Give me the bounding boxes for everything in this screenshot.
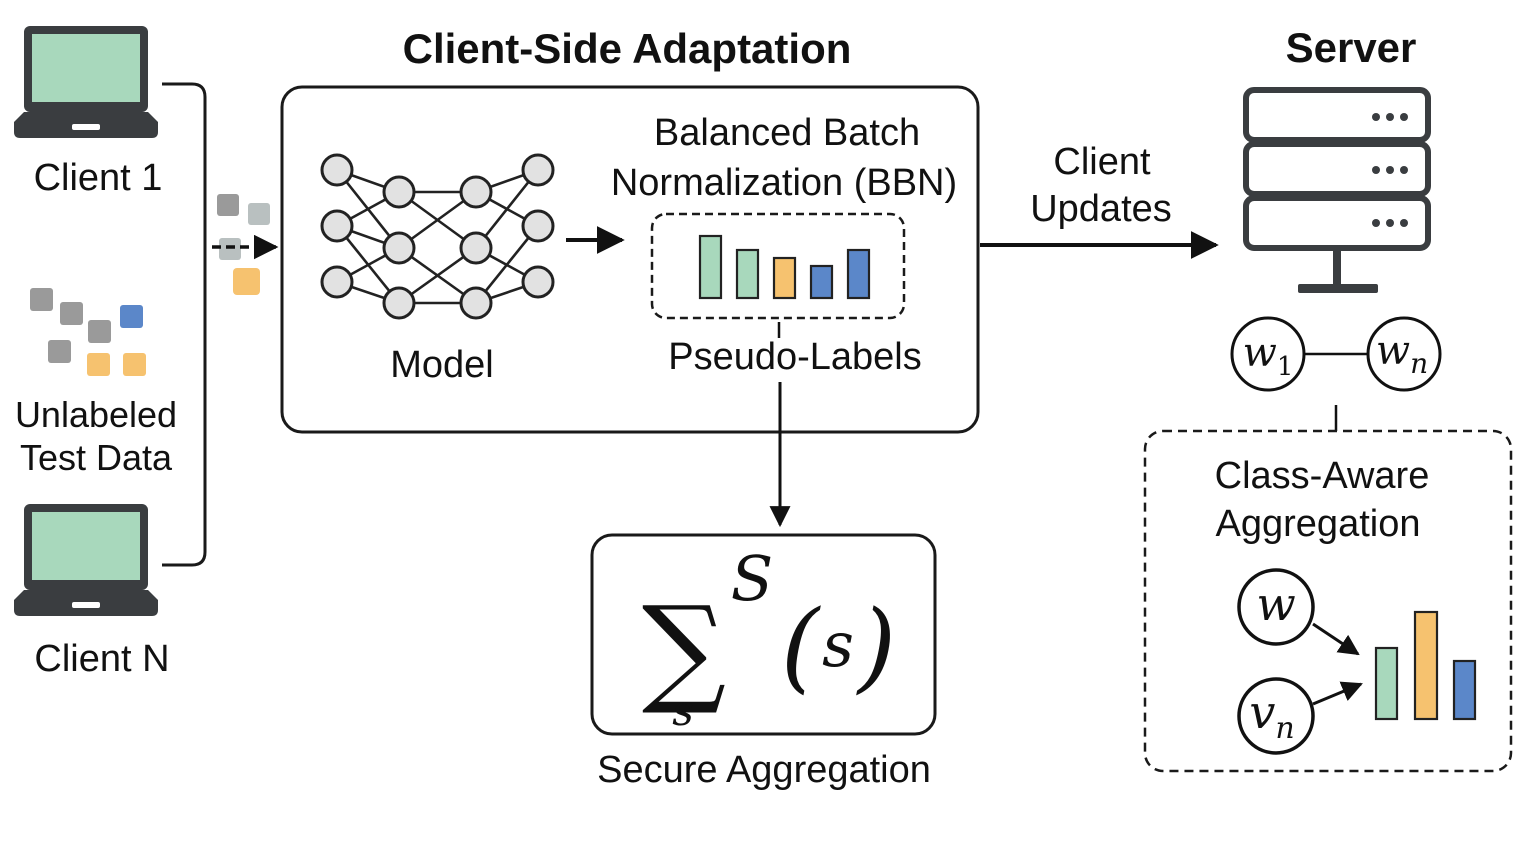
v-symbol: v [1249, 685, 1275, 739]
pseudo-labels-label: Pseudo-Labels [668, 336, 922, 378]
bbn-label-line2: Normalization (BBN) [611, 162, 957, 204]
svg-text:wn: wn [1376, 328, 1428, 380]
bbn-dashed-box [650, 212, 906, 320]
svg-text:w1: w1 [1243, 330, 1294, 382]
bbn-label-line1: Balanced Batch [654, 112, 920, 154]
client-updates-label-line1: Client [1053, 141, 1151, 183]
client-group-bracket [162, 82, 207, 567]
class-aware-aggregation-box [1143, 429, 1513, 773]
w-symbol: w [1256, 577, 1295, 631]
w-to-histogram-arrow [1312, 622, 1360, 656]
wn-symbol: w [1376, 328, 1410, 374]
svg-text:vn: vn [1249, 685, 1294, 746]
secure-aggregation-label: Secure Aggregation [597, 749, 931, 791]
class-aware-label-line2: Aggregation [1216, 503, 1421, 545]
w1-subscript: 1 [1277, 352, 1294, 382]
client-1-label: Client 1 [34, 157, 163, 199]
client-side-adaptation-title: Client-Side Adaptation [403, 25, 852, 72]
model-label: Model [390, 344, 494, 386]
v-node [1237, 677, 1315, 755]
v-subscript: n [1275, 711, 1294, 746]
unlabeled-data-icon [30, 288, 146, 376]
data-batch-icon [217, 194, 270, 295]
client-n-laptop-icon [14, 504, 158, 616]
sum-symbol: ∑ [642, 580, 726, 718]
server-title: Server [1286, 24, 1417, 71]
w-node [1237, 568, 1315, 646]
unlabeled-data-label-line1: Unlabeled [15, 394, 177, 435]
neural-network-icon [320, 153, 555, 320]
class-aware-histogram-icon [1374, 610, 1477, 721]
sum-lower-index: s [672, 686, 694, 735]
sum-variable: s [822, 608, 854, 681]
wn-node [1366, 316, 1442, 392]
client-side-adaptation-box [280, 85, 980, 434]
w1-symbol: w [1243, 330, 1277, 376]
balanced-histogram-icon [698, 234, 871, 300]
unlabeled-data-label-line2: Test Data [20, 437, 173, 478]
wn-subscript: n [1410, 347, 1428, 380]
class-aware-label-line1: Class-Aware [1215, 455, 1430, 497]
client-updates-label-line2: Updates [1030, 188, 1172, 230]
secure-aggregation-box [590, 533, 937, 736]
server-rack-icon [1243, 87, 1431, 293]
client-n-label: Client N [34, 638, 169, 680]
client-1-laptop-icon [14, 26, 158, 138]
open-paren: ( [781, 590, 821, 704]
w1-node [1230, 316, 1306, 392]
close-paren: ) [856, 590, 896, 704]
v-to-histogram-arrow [1312, 681, 1363, 706]
sum-upper-bound: S [731, 542, 773, 615]
